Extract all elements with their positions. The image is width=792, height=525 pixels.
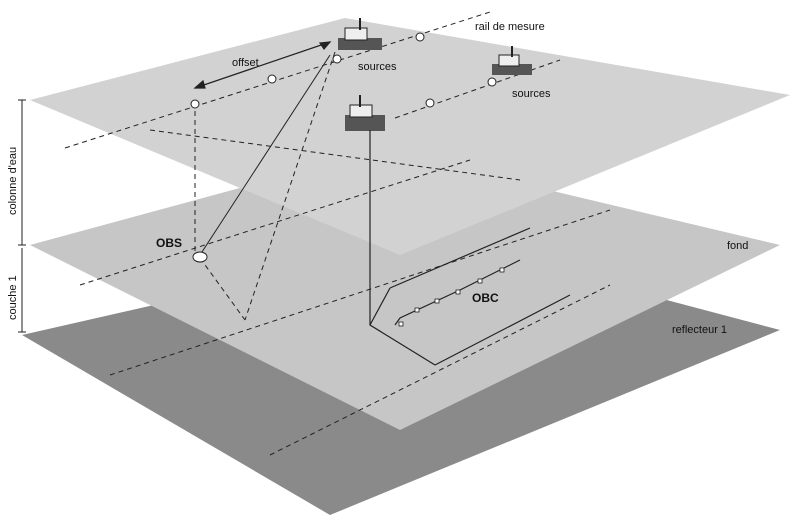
ship-icon: [338, 18, 382, 50]
offset-arrowhead-left: [193, 79, 206, 89]
ray-path-2: [199, 257, 246, 321]
rail-label: rail de mesure: [475, 21, 545, 33]
obc-line-3: [434, 294, 571, 366]
shot-point: [332, 54, 342, 64]
couche-label: couche 1: [7, 275, 19, 320]
reflect-line: [269, 284, 611, 456]
obc-line-1: [389, 227, 531, 289]
ray-path-1: [244, 51, 336, 321]
reflecteur-label: reflecteur 1: [672, 324, 727, 336]
sources-label-1: sources: [358, 61, 397, 73]
obc-node: [455, 289, 461, 295]
shot-point: [425, 98, 435, 108]
survey-line-2: [394, 59, 561, 119]
shot-point: [487, 77, 497, 87]
obc-node: [434, 298, 440, 304]
obs-label: OBS: [156, 236, 182, 250]
surface-plane: [30, 18, 790, 255]
offset-arrowhead-right: [318, 41, 332, 50]
obc-cable: [369, 287, 391, 326]
fond-plane: [30, 150, 780, 430]
offset-label: offset: [232, 57, 259, 69]
shot-point: [415, 32, 425, 42]
sources-label-2: sources: [512, 88, 551, 100]
obc-node: [477, 278, 483, 284]
obc-node: [398, 321, 404, 327]
obs-device: [192, 251, 208, 263]
shot-point: [190, 99, 200, 109]
shot-point: [267, 74, 277, 84]
obc-node: [414, 307, 420, 313]
ship-icon: [345, 95, 385, 131]
fond-label: fond: [727, 240, 748, 252]
direct-ray: [199, 54, 331, 256]
obc-label: OBC: [472, 291, 499, 305]
obc-line-2: [394, 259, 521, 326]
offset-arrow: [194, 41, 331, 89]
fond-line-2: [109, 209, 611, 376]
obc-node: [499, 267, 505, 273]
colonne-label: colonne d'eau: [7, 147, 19, 215]
ship-icon: [492, 46, 532, 75]
